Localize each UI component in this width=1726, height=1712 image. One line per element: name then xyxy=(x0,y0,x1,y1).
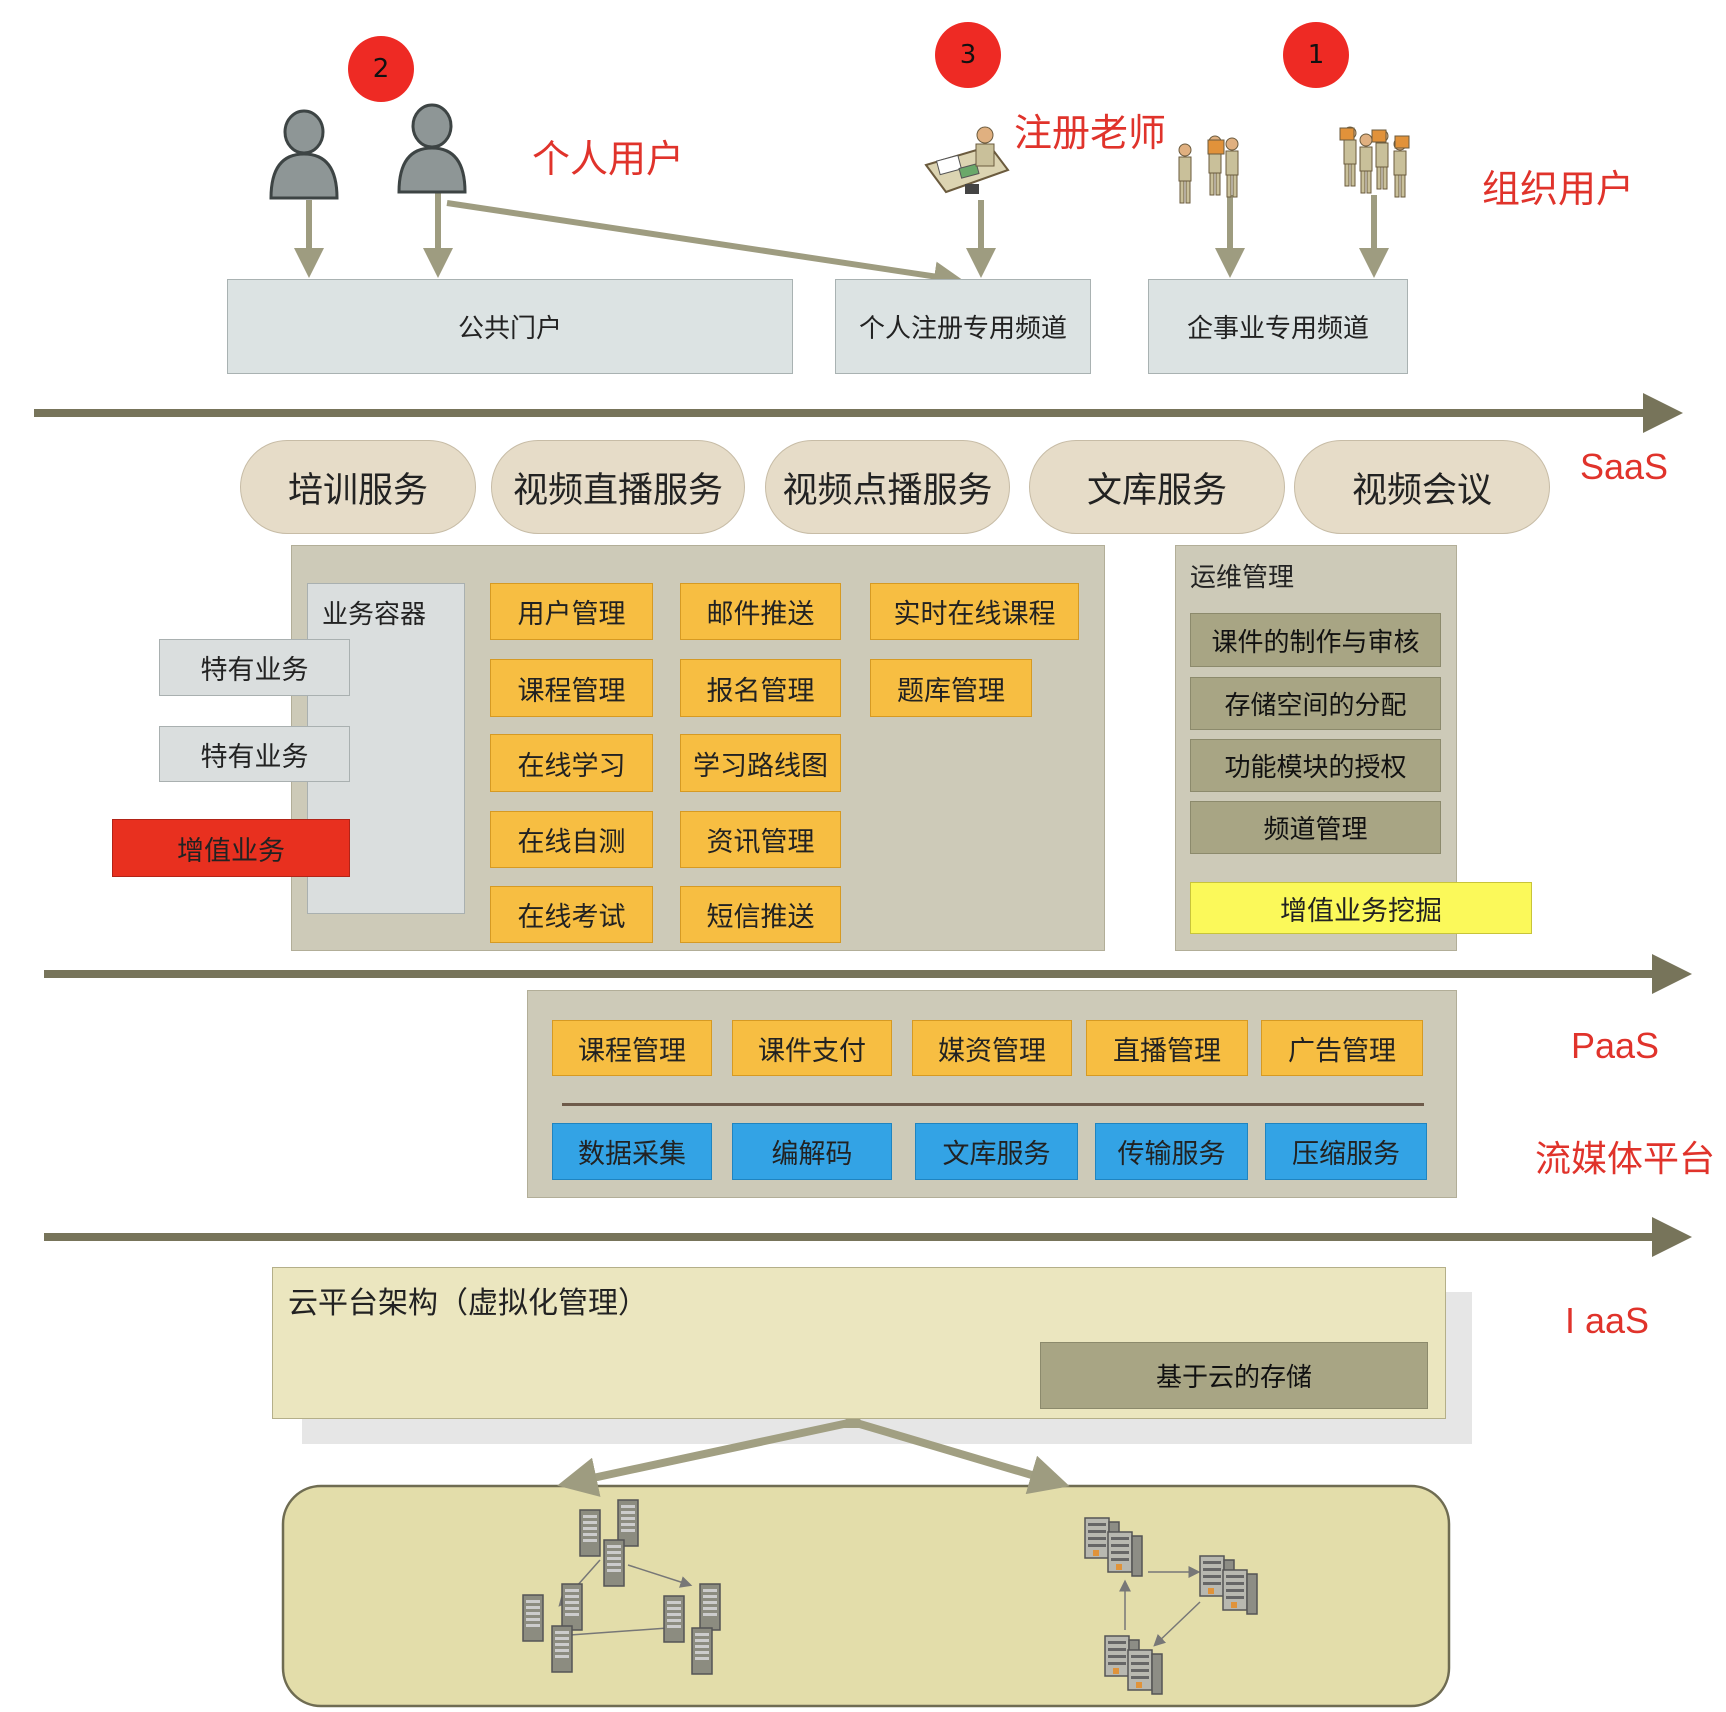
stream-data-collection[interactable]: 数据采集 xyxy=(552,1123,712,1180)
stream-compression-service[interactable]: 压缩服务 xyxy=(1265,1123,1427,1180)
module-sms-push[interactable]: 短信推送 xyxy=(680,886,841,943)
personal-registration-channel[interactable]: 个人注册专用频道 xyxy=(835,279,1091,374)
paas-courseware-payment[interactable]: 课件支付 xyxy=(732,1020,892,1076)
module-course-management[interactable]: 课程管理 xyxy=(490,659,653,717)
organization-group-icon xyxy=(1178,135,1239,204)
badge-personal-users: 2 xyxy=(348,36,414,102)
person-icon xyxy=(397,103,467,194)
saas-live-video-service[interactable]: 视频直播服务 xyxy=(491,440,745,534)
paas-divider xyxy=(562,1103,1424,1106)
iaas-layer-label: I aaS xyxy=(1565,1300,1650,1341)
paas-media-asset-management[interactable]: 媒资管理 xyxy=(912,1020,1072,1076)
personal-users-label: 个人用户 xyxy=(532,137,685,181)
module-learning-roadmap[interactable]: 学习路线图 xyxy=(680,734,841,792)
ops-storage-allocation[interactable]: 存储空间的分配 xyxy=(1190,677,1441,730)
value-added-mining[interactable]: 增值业务挖掘 xyxy=(1190,882,1532,934)
paas-course-management[interactable]: 课程管理 xyxy=(552,1020,712,1076)
server-cluster-icon xyxy=(522,1499,721,1675)
module-email-push[interactable]: 邮件推送 xyxy=(680,583,841,640)
paas-ad-management[interactable]: 广告管理 xyxy=(1261,1020,1423,1076)
stream-transfer-service[interactable]: 传输服务 xyxy=(1095,1123,1248,1180)
module-online-self-test[interactable]: 在线自测 xyxy=(490,811,653,868)
person-icon xyxy=(269,109,339,200)
value-added-business[interactable]: 增值业务 xyxy=(112,819,350,877)
module-user-management[interactable]: 用户管理 xyxy=(490,583,653,640)
teacher-icon xyxy=(924,126,1010,194)
ops-courseware-review[interactable]: 课件的制作与审核 xyxy=(1190,613,1441,667)
saas-training-service[interactable]: 培训服务 xyxy=(240,440,476,534)
module-live-online-course[interactable]: 实时在线课程 xyxy=(870,583,1079,640)
ops-module-authorization[interactable]: 功能模块的授权 xyxy=(1190,739,1441,792)
server-rack-cluster-icon xyxy=(1084,1517,1258,1695)
enterprise-channel[interactable]: 企事业专用频道 xyxy=(1148,279,1408,374)
saas-vod-service[interactable]: 视频点播服务 xyxy=(765,440,1010,534)
module-question-bank[interactable]: 题库管理 xyxy=(870,659,1032,717)
organization-users-label: 组织用户 xyxy=(1482,167,1635,211)
badge-organization-users: 1 xyxy=(1283,22,1349,88)
special-business-2[interactable]: 特有业务 xyxy=(159,726,350,782)
saas-library-service[interactable]: 文库服务 xyxy=(1029,440,1285,534)
paas-layer-label: PaaS xyxy=(1571,1025,1660,1066)
registered-teachers-label: 注册老师 xyxy=(1014,111,1167,155)
stream-library-service[interactable]: 文库服务 xyxy=(915,1123,1078,1180)
module-news-management[interactable]: 资讯管理 xyxy=(680,811,841,868)
business-container-title: 业务容器 xyxy=(322,600,427,630)
paas-live-management[interactable]: 直播管理 xyxy=(1086,1020,1248,1076)
module-online-exam[interactable]: 在线考试 xyxy=(490,886,653,943)
cloud-platform-title: 云平台架构（虚拟化管理） xyxy=(288,1286,648,1321)
public-portal[interactable]: 公共门户 xyxy=(227,279,793,374)
ops-management-title: 运维管理 xyxy=(1190,563,1295,593)
saas-layer-label: SaaS xyxy=(1580,446,1669,487)
cloud-storage[interactable]: 基于云的存储 xyxy=(1040,1342,1428,1409)
streaming-platform-label: 流媒体平台 xyxy=(1535,1138,1716,1179)
saas-video-conference[interactable]: 视频会议 xyxy=(1294,440,1550,534)
ops-channel-management[interactable]: 频道管理 xyxy=(1190,801,1441,854)
organization-group-icon xyxy=(1339,126,1410,198)
badge-registered-teachers: 3 xyxy=(935,22,1001,88)
stream-codec[interactable]: 编解码 xyxy=(732,1123,892,1180)
module-registration-management[interactable]: 报名管理 xyxy=(680,659,841,717)
special-business-1[interactable]: 特有业务 xyxy=(159,639,350,696)
module-online-learning[interactable]: 在线学习 xyxy=(490,734,653,792)
